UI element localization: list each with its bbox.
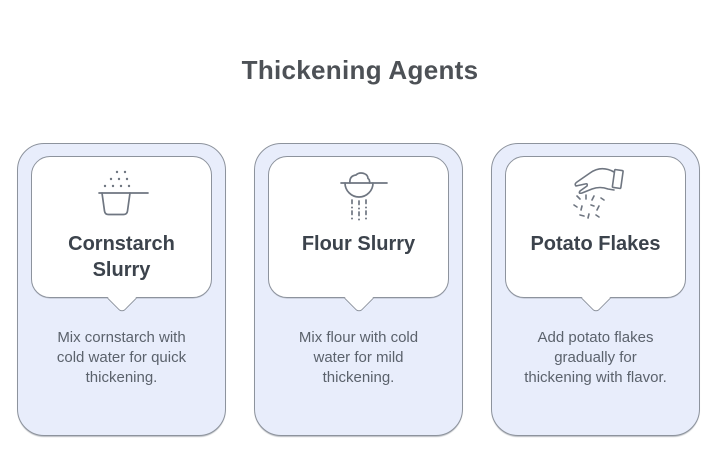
flour-sifter-icon	[269, 166, 448, 224]
bubble-tail	[343, 283, 374, 313]
card-flour-slurry: Flour Slurry Mix flour with cold water f…	[254, 143, 463, 436]
bubble-tail	[106, 283, 137, 313]
card-bubble: Flour Slurry	[268, 156, 449, 313]
card-title: Potato Flakes	[530, 233, 661, 255]
card-bubble: Cornstarch Slurry	[31, 156, 212, 313]
hand-sprinkle-icon	[506, 166, 685, 224]
bubble-tail	[580, 283, 611, 313]
card-title: Cornstarch Slurry	[68, 233, 175, 281]
card-potato-flakes: Potato Flakes Add potato flakes graduall…	[491, 143, 700, 436]
card-bubble: Potato Flakes	[505, 156, 686, 313]
card-description: Mix cornstarch with cold water for quick…	[56, 329, 187, 386]
scoop-powder-icon	[32, 166, 211, 224]
card-description: Mix flour with cold water for mild thick…	[298, 329, 419, 386]
card-title: Flour Slurry	[301, 233, 416, 255]
cards-row: Cornstarch Slurry Mix cornstarch with co…	[17, 143, 700, 436]
card-cornstarch-slurry: Cornstarch Slurry Mix cornstarch with co…	[17, 143, 226, 436]
card-description: Add potato flakes gradually for thickeni…	[524, 329, 667, 386]
page-title: Thickening Agents	[241, 55, 479, 85]
